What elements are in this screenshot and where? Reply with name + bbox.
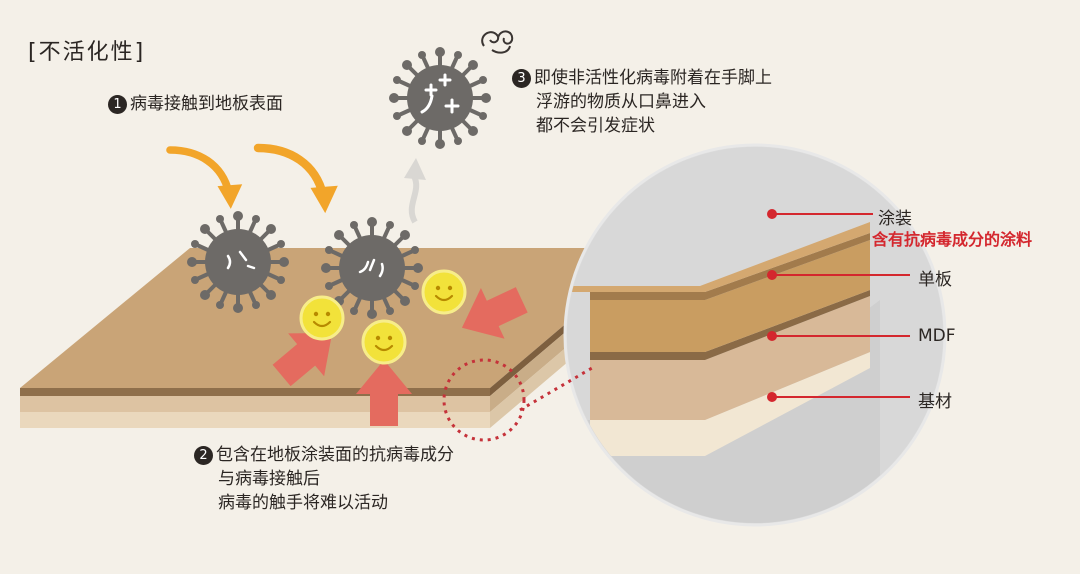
layer-label-mdf: MDF: [918, 326, 956, 346]
layer-label-base: 基材: [918, 392, 952, 412]
swirl-icon: [481, 30, 514, 54]
diagram-title: [不活化性]: [28, 40, 146, 65]
step-1-number: 1: [108, 95, 127, 114]
step-2-line-1: 包含在地板涂装面的抗病毒成分: [216, 445, 454, 465]
virus-icon: [185, 209, 291, 315]
step-2-number: 2: [194, 446, 213, 465]
step-3-number: 3: [512, 69, 531, 88]
inactive-virus-icon: [387, 45, 493, 151]
smiley-icon: [361, 319, 407, 365]
step-2-line-3: 病毒的触手将难以活动: [218, 493, 388, 513]
step-3-line-3: 都不会引发症状: [536, 116, 655, 136]
orange-arrow-icon: [258, 148, 338, 213]
virus-icon: [319, 215, 425, 321]
step-2-line-2: 与病毒接触后: [218, 469, 320, 489]
layer-label-coating: 涂装: [878, 209, 912, 229]
rising-arrow-icon: [404, 158, 426, 224]
layer-note-coating: 含有抗病毒成分的涂料: [872, 230, 1033, 249]
smiley-icon: [299, 295, 345, 341]
floor-slab: [20, 248, 655, 428]
layer-label-veneer: 单板: [918, 270, 952, 290]
orange-arrow-icon: [170, 150, 242, 209]
step-3-line-2: 浮游的物质从口鼻进入: [536, 92, 706, 112]
step-1-line-1: 病毒接触到地板表面: [130, 94, 283, 114]
step-3-line-1: 即使非活性化病毒附着在手脚上: [534, 68, 772, 88]
layer-leaders: [767, 209, 910, 402]
smiley-icon: [421, 269, 467, 315]
